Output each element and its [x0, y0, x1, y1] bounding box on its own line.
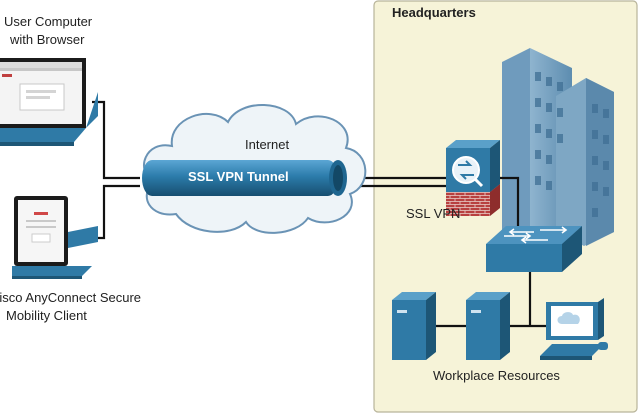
server-icon-2 [466, 292, 510, 360]
workplace-resources-label: Workplace Resources [433, 368, 560, 383]
network-switch-icon [486, 226, 582, 272]
ssl-vpn-label: SSL VPN [406, 206, 460, 221]
mobile-tablet-icon [12, 196, 98, 279]
workstation-icon [540, 298, 608, 360]
ssl-vpn-firewall-icon [446, 140, 500, 216]
user-computer-label-1: User Computer [4, 14, 93, 29]
headquarters-label: Headquarters [392, 5, 476, 20]
tablet-link [92, 184, 140, 240]
user-computer-label-2: with Browser [9, 32, 85, 47]
tunnel-label: SSL VPN Tunnel [188, 169, 289, 184]
user-laptop-icon [0, 58, 98, 146]
ssl-vpn-tunnel [142, 160, 347, 196]
anyconnect-label-1: Cisco AnyConnect Secure [0, 290, 141, 305]
anyconnect-label-2: Mobility Client [6, 308, 87, 323]
server-icon-1 [392, 292, 436, 360]
vpn-to-switch-link [492, 176, 520, 232]
headquarters-buildings-icon [502, 48, 614, 258]
laptop-link [92, 100, 140, 180]
internet-label: Internet [245, 137, 289, 152]
